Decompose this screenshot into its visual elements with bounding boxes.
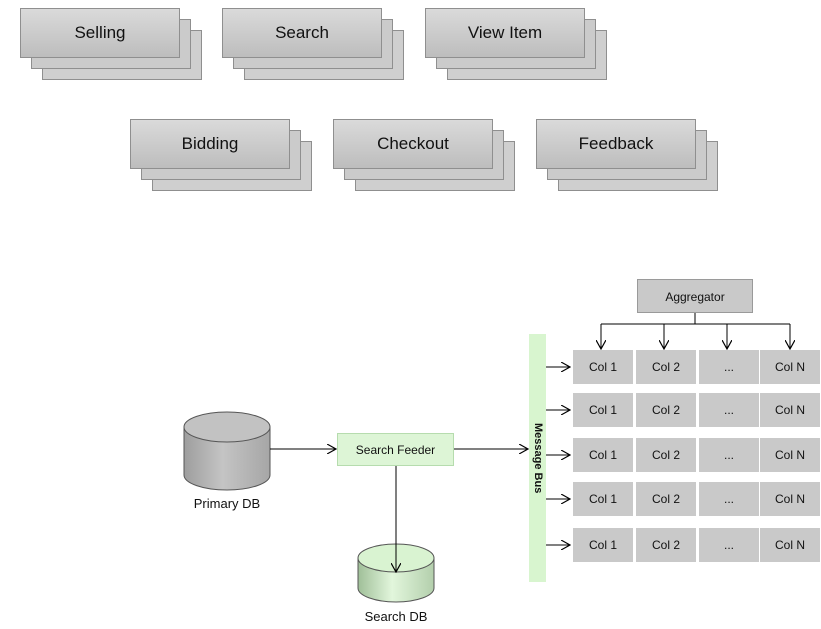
app-label-checkout: Checkout [377,134,449,153]
app-label-search: Search [275,23,329,42]
grid-cell-col-n: Col N [760,482,820,516]
primary-db-cylinder [183,411,271,491]
stack-sheet [222,8,382,58]
grid-cell-col-2: Col 2 [636,350,696,384]
search-db-label: Search DB [364,609,428,624]
stack-sheet [20,8,180,58]
app-label-bidding: Bidding [181,134,239,153]
grid-cell-ellipsis: ... [699,528,759,562]
app-stack-view-item: View Item [425,8,609,84]
grid-cell-col-1: Col 1 [573,393,633,427]
stack-sheet [130,119,290,169]
grid-cell-col-2: Col 2 [636,482,696,516]
app-stack-feedback: Feedback [536,119,720,195]
search-feeder-box: Search Feeder [337,433,454,466]
grid-cell-ellipsis: ... [699,482,759,516]
app-stack-search: Search [222,8,406,84]
grid-cell-col-n: Col N [760,528,820,562]
app-label-selling: Selling [74,23,126,42]
grid-cell-ellipsis: ... [699,393,759,427]
grid-cell-col-2: Col 2 [636,528,696,562]
bus-to-row-arrows [546,367,570,545]
grid-cell-col-1: Col 1 [573,350,633,384]
primary-db-label: Primary DB [193,496,261,511]
message-bus-bar [529,334,546,582]
grid-cell-col-n: Col N [760,393,820,427]
stack-sheet [333,119,493,169]
app-stack-checkout: Checkout [333,119,517,195]
grid-cell-col-n: Col N [760,438,820,472]
grid-cell-ellipsis: ... [699,350,759,384]
stack-sheet [536,119,696,169]
grid-cell-col-1: Col 1 [573,528,633,562]
grid-cell-col-2: Col 2 [636,438,696,472]
stack-sheet [425,8,585,58]
app-label-feedback: Feedback [578,134,654,153]
grid-cell-ellipsis: ... [699,438,759,472]
grid-cell-col-n: Col N [760,350,820,384]
aggregator-fanout [601,313,790,349]
aggregator-box: Aggregator [637,279,753,313]
app-stack-selling: Selling [20,8,204,84]
app-label-view-item: View Item [467,23,543,42]
grid-cell-col-1: Col 1 [573,438,633,472]
message-bus-label: Message Bus [532,422,544,494]
app-stack-bidding: Bidding [130,119,314,195]
grid-cell-col-2: Col 2 [636,393,696,427]
grid-cell-col-1: Col 1 [573,482,633,516]
